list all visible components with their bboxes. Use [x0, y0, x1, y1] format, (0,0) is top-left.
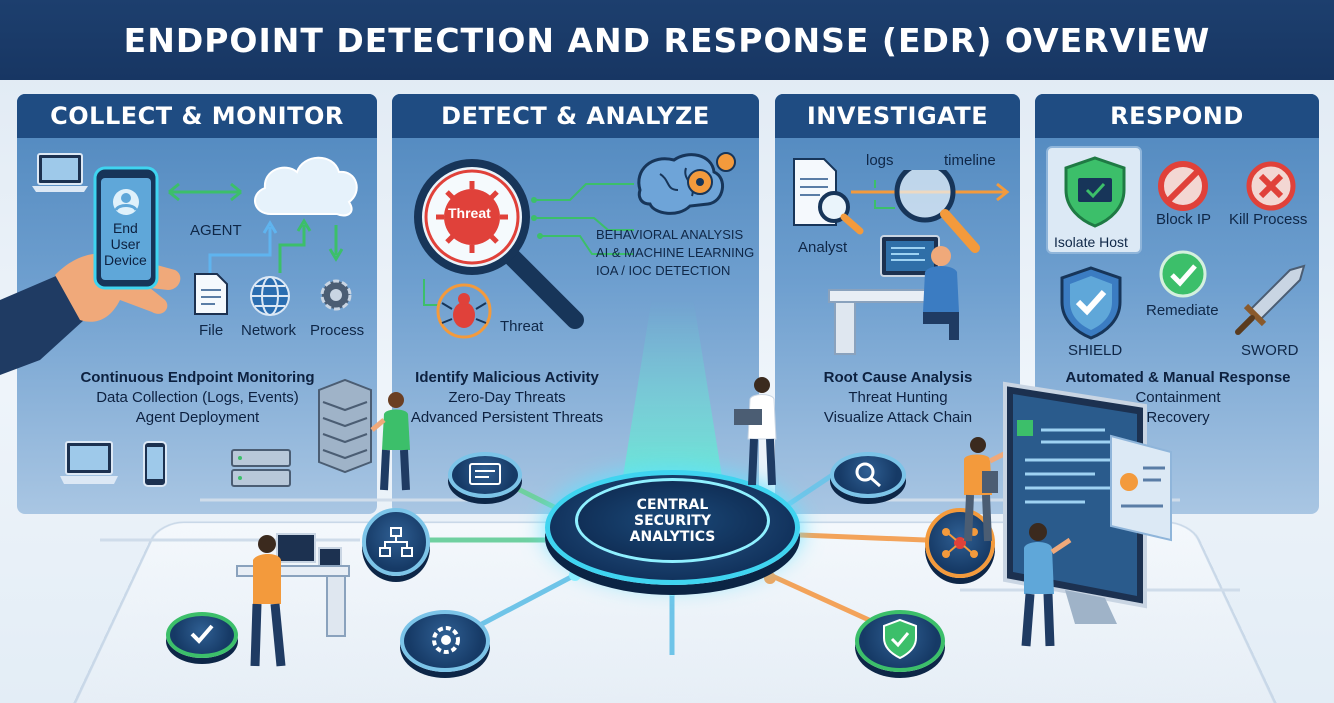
monitor-window-icon — [469, 463, 501, 485]
server-rack-icon — [318, 378, 372, 474]
small-phone-icon — [143, 441, 167, 487]
detect-caption: Identify Malicious Activity Zero-Day Thr… — [410, 369, 604, 426]
behavioral-analysis-label: BEHAVIORAL ANALYSIS — [596, 227, 744, 242]
kill-process-icon[interactable] — [1245, 160, 1297, 212]
agent-double-arrow — [168, 182, 242, 202]
brain-ai-icon — [637, 152, 736, 215]
remediate-check-icon[interactable] — [1157, 248, 1209, 300]
block-ip-icon[interactable] — [1157, 160, 1209, 212]
file-icon — [194, 273, 228, 315]
central-security-analytics-hub[interactable]: CENTRAL SECURITY ANALYTICS — [575, 478, 770, 563]
ai-ml-label: AI & MACHINE LEARNING — [596, 245, 755, 260]
search-icon — [855, 462, 881, 488]
operator-at-desk-figure — [236, 533, 350, 667]
small-server-icon — [231, 449, 291, 487]
threat-bug-label: Threat — [500, 318, 544, 335]
node-monitor[interactable] — [448, 452, 522, 498]
gear-icon — [432, 626, 460, 654]
isolate-host-label: Isolate Host — [1054, 234, 1128, 250]
investigate-heading: INVESTIGATE — [775, 94, 1020, 138]
collect-monitor-heading: COLLECT & MONITOR — [17, 94, 377, 138]
process-label: Process — [310, 322, 365, 339]
check-icon — [190, 624, 214, 644]
data-flow-arrows — [208, 218, 344, 273]
small-laptop-icon — [60, 441, 118, 484]
isolate-host-tile[interactable]: Isolate Host — [1046, 146, 1142, 254]
laptop-icon — [32, 153, 88, 192]
analyst-document-icon — [793, 158, 864, 235]
analyst-workstation-icon — [828, 235, 959, 355]
file-label: File — [199, 322, 224, 339]
agent-label: AGENT — [190, 222, 242, 239]
network-globe-icon — [250, 276, 290, 316]
person-at-server-figure — [370, 392, 410, 491]
isolate-host-shield-icon — [1064, 156, 1126, 228]
person-with-tablet-figure — [964, 437, 1012, 542]
cloud-icon — [254, 156, 358, 217]
sword-label: SWORD — [1241, 342, 1299, 359]
process-gear-icon — [320, 279, 352, 311]
shield-icon — [1060, 266, 1122, 340]
respond-heading: RESPOND — [1035, 94, 1319, 138]
network-label: Network — [241, 322, 297, 339]
title-bar: ENDPOINT DETECTION AND RESPONSE (EDR) OV… — [0, 0, 1334, 80]
hierarchy-icon — [379, 527, 413, 557]
ioa-ioc-label: IOA / IOC DETECTION — [596, 263, 731, 278]
person-at-monitor-figure — [1021, 523, 1072, 647]
node-search[interactable] — [830, 452, 906, 498]
kill-process-label: Kill Process — [1229, 211, 1308, 228]
shield-label: SHIELD — [1068, 342, 1123, 359]
detect-analyze-heading: DETECT & ANALYZE — [392, 94, 759, 138]
analysis-circuit-lines — [531, 183, 634, 255]
end-user-device-label: End User Device — [104, 220, 147, 268]
collect-caption: Continuous Endpoint Monitoring Data Coll… — [80, 369, 315, 426]
timeline-label: timeline — [944, 152, 996, 169]
node-hierarchy[interactable] — [362, 508, 430, 576]
timeline-magnifier-icon — [851, 170, 1010, 253]
respond-caption: Automated & Manual Response Containment … — [1065, 369, 1291, 426]
logs-label: logs — [866, 152, 894, 169]
person-with-laptop-figure — [734, 377, 777, 486]
sword-icon — [1235, 264, 1306, 335]
remediate-label: Remediate — [1146, 302, 1219, 319]
threat-magnifier-icon — [414, 159, 584, 329]
bug-threat-icon — [423, 279, 492, 339]
page-title: ENDPOINT DETECTION AND RESPONSE (EDR) OV… — [123, 20, 1211, 60]
hand-holding-phone-icon — [0, 166, 181, 375]
shield-check-icon — [883, 618, 917, 660]
investigate-caption: Root Cause Analysis Threat Hunting Visua… — [823, 369, 973, 426]
analyst-label: Analyst — [798, 239, 848, 256]
block-ip-label: Block IP — [1156, 211, 1212, 228]
threat-magnifier-label: Threat — [448, 205, 491, 221]
